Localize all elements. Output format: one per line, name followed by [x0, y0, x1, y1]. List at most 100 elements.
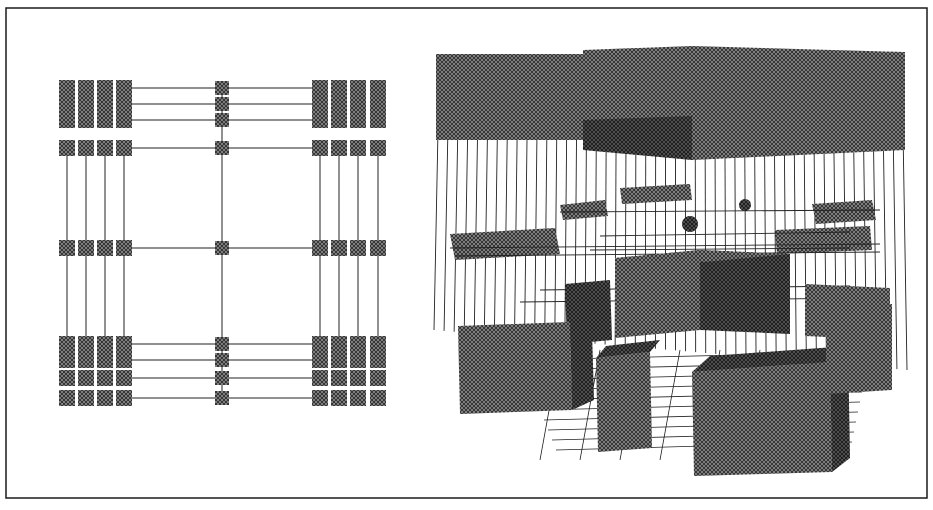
grid-node-block [78, 370, 94, 386]
grid-node-block [331, 390, 347, 406]
grid-node-block [331, 140, 347, 156]
grid-node-block [116, 390, 132, 406]
grid-node-mid-row [116, 240, 132, 256]
grid-node-block [370, 112, 386, 128]
grid-node-block [331, 112, 347, 128]
grid-node-block [350, 112, 366, 128]
grid-node-block [350, 140, 366, 156]
lattice-vertical-edge [434, 130, 438, 330]
lattice-vertical-edge [444, 131, 448, 331]
grid-node-block [97, 96, 113, 112]
grid-node-block [97, 140, 113, 156]
grid-node-block [312, 352, 328, 368]
grid-node-center-column [215, 391, 229, 405]
grid-node-mid-row [78, 240, 94, 256]
grid-node-center-column [215, 97, 229, 111]
grid-node-block [331, 96, 347, 112]
grid-node-block [59, 352, 75, 368]
grid-node-block [350, 80, 366, 96]
grid-node-block [59, 96, 75, 112]
cube-lattice-diagram [434, 46, 907, 476]
lattice-vertical-edge [464, 132, 467, 333]
grid-node-block [97, 80, 113, 96]
grid-node-block [59, 140, 75, 156]
grid-node-center-column [215, 353, 229, 367]
grid-node-block [116, 96, 132, 112]
bottom-right-outer-block [826, 300, 892, 394]
grid-node-mid-row [59, 240, 75, 256]
grid-node-block [59, 390, 75, 406]
grid-node-block [59, 80, 75, 96]
grid-node-block [312, 390, 328, 406]
grid-node-block [97, 336, 113, 352]
grid-node-block [78, 80, 94, 96]
grid-node-block [116, 140, 132, 156]
grid-node-block [312, 96, 328, 112]
grid-node-block [312, 112, 328, 128]
grid-node-block [370, 390, 386, 406]
center-inner-cube [615, 250, 790, 338]
middle-back-slab-left [560, 200, 608, 220]
grid-node-block [78, 390, 94, 406]
grid-node-mid-row [97, 240, 113, 256]
grid-node-block [116, 370, 132, 386]
grid-node-block [312, 336, 328, 352]
grid-node-block [78, 336, 94, 352]
grid-node-block [78, 112, 94, 128]
grid-node-mid-row [331, 240, 347, 256]
grid-node-block [350, 390, 366, 406]
bottom-left-cube [458, 322, 594, 414]
grid-node-block [331, 352, 347, 368]
grid-node-block [331, 370, 347, 386]
grid-node-center-column [215, 371, 229, 385]
grid-node-block [116, 352, 132, 368]
grid-node-block [370, 336, 386, 352]
lattice-vertical-edge [903, 130, 907, 370]
top-back-block-right [692, 46, 905, 160]
middle-back-slab-center [620, 184, 692, 204]
grid-node-block [331, 80, 347, 96]
grid-node-center-column [215, 337, 229, 351]
grid-node-block [370, 370, 386, 386]
grid-node-block [350, 370, 366, 386]
grid-node-block [97, 370, 113, 386]
lattice-vertical-edge [893, 131, 897, 369]
grid-node-block [350, 352, 366, 368]
grid-node-center-column [215, 113, 229, 127]
grid-node-block [350, 96, 366, 112]
grid-node-block [331, 336, 347, 352]
grid-node-center-column [215, 141, 229, 155]
grid-node-block [59, 336, 75, 352]
lattice-vertical-edge [454, 131, 458, 331]
center-node-sphere [682, 199, 751, 232]
grid-node-mid-row [370, 240, 386, 256]
grid-node-mid-row [312, 240, 328, 256]
grid-node-center-column [215, 81, 229, 95]
grid-node-block [312, 80, 328, 96]
grid-node-block [97, 390, 113, 406]
grid-node-block [370, 140, 386, 156]
grid-node-block [78, 352, 94, 368]
middle-right-slab [775, 226, 872, 254]
grid-node-mid-row [350, 240, 366, 256]
grid-node-block [59, 112, 75, 128]
top-back-block-left [436, 54, 586, 140]
grid-node-block [370, 80, 386, 96]
grid-node-block [78, 96, 94, 112]
grid-node-block [97, 112, 113, 128]
grid-node-block [312, 370, 328, 386]
middle-back-slab-right [812, 200, 876, 224]
grid-node-block [116, 336, 132, 352]
grid-node-block [370, 352, 386, 368]
grid-node-block [350, 336, 366, 352]
grid-node-block [59, 370, 75, 386]
grid-node-block [97, 352, 113, 368]
grid-node-block [370, 96, 386, 112]
grid-node-block [312, 140, 328, 156]
grid-node-center-column [215, 241, 229, 255]
grid-node-block [78, 140, 94, 156]
flat-grid-diagram [59, 80, 386, 406]
grid-node-block [116, 112, 132, 128]
